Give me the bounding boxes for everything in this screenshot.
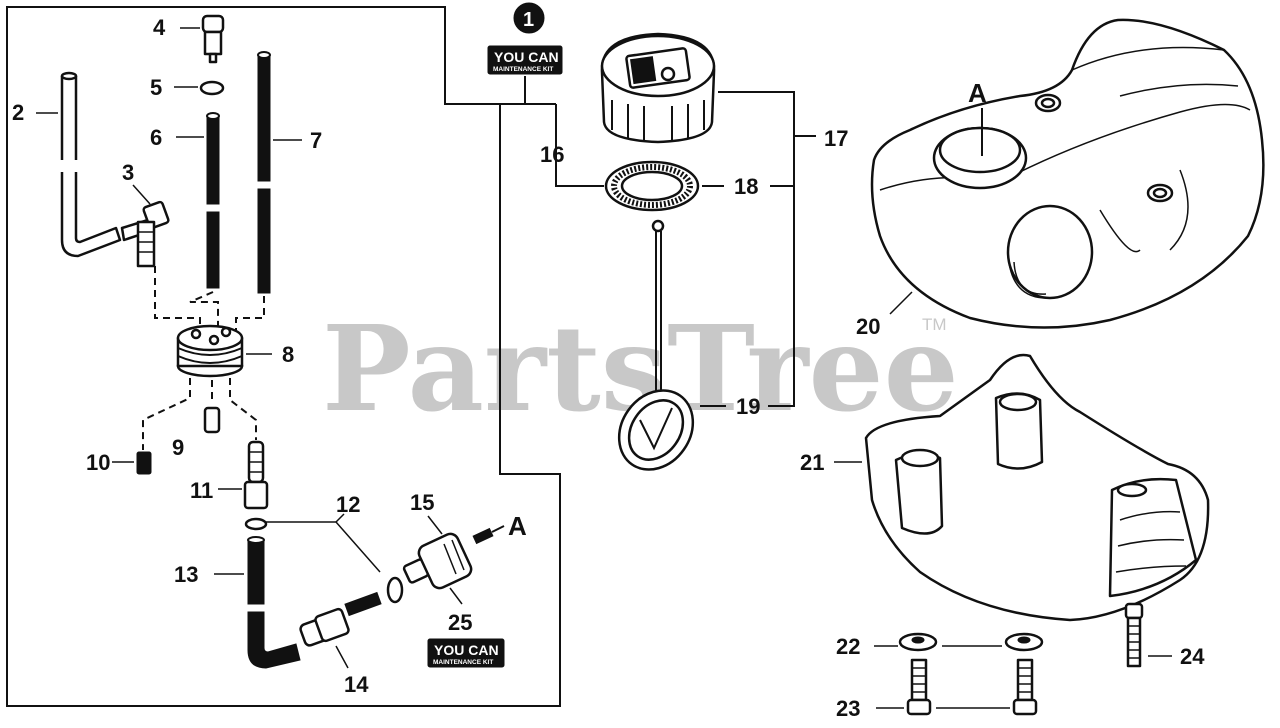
part-5-o-ring — [199, 80, 225, 96]
part-3-elbow-fitting — [120, 200, 170, 268]
callout-21: 21 — [800, 450, 824, 475]
callout-14: 14 — [344, 672, 369, 697]
kit-logo-main: YOU CAN — [494, 49, 559, 65]
reference-a-filter: A — [508, 511, 527, 541]
part-22-washer-right — [1004, 632, 1044, 652]
callout-6: 6 — [150, 125, 162, 150]
callout-22: 22 — [836, 634, 860, 659]
callout-15: 15 — [410, 490, 434, 515]
kit-logo-main-2: YOU CAN — [434, 642, 499, 658]
kit-number-badge: 1 — [513, 2, 545, 34]
callout-20: 20 — [856, 314, 880, 339]
callout-11: 11 — [190, 478, 213, 503]
callout-24: 24 — [1180, 644, 1205, 669]
maintenance-kit-logo-top: YOU CAN MAINTENANCE KIT — [487, 45, 563, 75]
part-2-fuel-line — [60, 71, 122, 258]
callout-7: 7 — [310, 128, 322, 153]
part-24-cap-screw — [1124, 602, 1144, 668]
part-6-fuel-tube — [206, 112, 220, 289]
part-17-fuel-cap — [600, 32, 716, 144]
callout-4: 4 — [153, 15, 166, 40]
part-14-fuel-connector — [299, 591, 382, 647]
part-21-tank-mount — [864, 353, 1210, 622]
callout-3: 3 — [122, 160, 134, 185]
part-8-grommet — [176, 324, 244, 378]
callout-8: 8 — [282, 342, 294, 367]
kit-logo-sub: MAINTENANCE KIT — [493, 66, 553, 73]
part-10-plug — [136, 451, 152, 475]
callout-18: 18 — [734, 174, 758, 199]
callout-5: 5 — [150, 75, 162, 100]
callout-9: 9 — [172, 435, 184, 460]
part-13-fuel-line — [247, 536, 301, 669]
part-7-vent-tube — [257, 51, 271, 294]
callout-19: 19 — [736, 394, 760, 419]
reference-a-tank: A — [968, 78, 987, 108]
callout-16: 16 — [540, 142, 564, 167]
watermark-trademark: TM — [922, 315, 947, 334]
part-23-screw-right — [1012, 658, 1038, 716]
kit-boundary — [6, 6, 561, 707]
callout-17: 17 — [824, 126, 848, 151]
callout-12: 12 — [336, 492, 360, 517]
part-23-screw-left — [906, 658, 932, 716]
callout-2: 2 — [12, 100, 24, 125]
part-18-cap-gasket — [604, 160, 700, 212]
callout-10: 10 — [86, 450, 110, 475]
part-19-cap-tether — [617, 219, 695, 471]
part-22-washer-left — [898, 632, 938, 652]
part-4-fuel-weight-cap — [201, 14, 225, 64]
callout-25: 25 — [448, 610, 472, 635]
maintenance-kit-logo-bottom: YOU CAN MAINTENANCE KIT — [427, 638, 505, 668]
part-20-fuel-tank — [870, 18, 1265, 329]
kit-logo-sub-2: MAINTENANCE KIT — [433, 659, 493, 666]
part-12-o-ring-a — [244, 517, 268, 531]
part-9-plug — [203, 406, 221, 434]
callout-23: 23 — [836, 696, 860, 721]
callout-13: 13 — [174, 562, 198, 587]
part-12-o-ring-b — [386, 576, 404, 604]
part-11-fuel-fitting — [243, 440, 269, 510]
kit-number: 1 — [523, 9, 534, 31]
part-15-fuel-filter — [402, 527, 494, 590]
